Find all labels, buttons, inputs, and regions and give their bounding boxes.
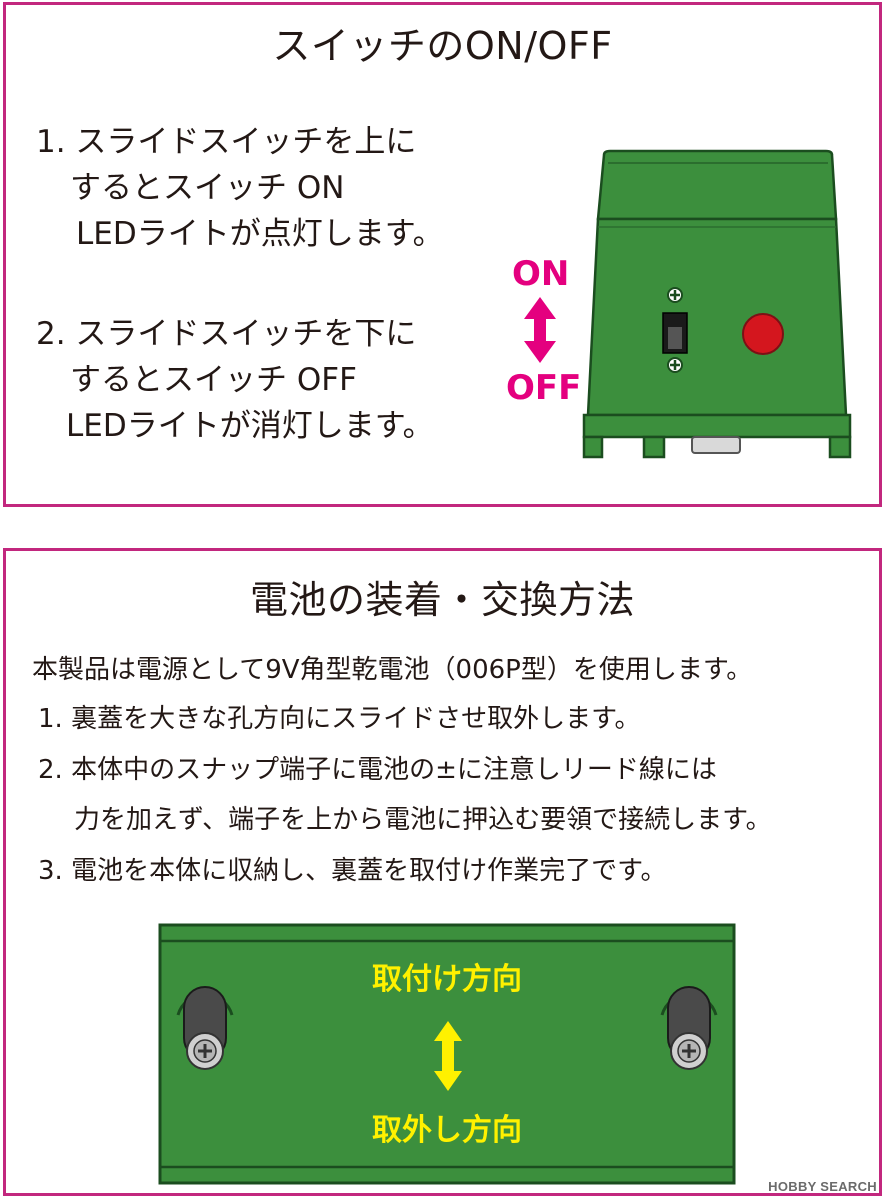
battery-section: 電池の装着・交換方法 本製品は電源として9V角型乾電池（006P型）を使用します… — [3, 548, 882, 1196]
step1-line1: 1. スライドスイッチを上に — [36, 124, 417, 160]
battery-step2-line1: 2. 本体中のスナップ端子に電池の±に注意しリード線には — [38, 755, 717, 785]
watermark: HOBBY SEARCH — [768, 1179, 877, 1194]
on-label: ON — [512, 254, 570, 294]
attach-direction-label: 取付け方向 — [372, 962, 522, 997]
light-box-illustration — [582, 149, 852, 459]
switch-section-title: スイッチのON/OFF — [272, 24, 613, 68]
red-indicator-icon — [742, 313, 784, 355]
step2-line3: LEDライトが消灯します。 — [66, 408, 434, 444]
battery-section-title: 電池の装着・交換方法 — [249, 578, 635, 622]
step2-line1: 2. スライドスイッチを下に — [36, 316, 417, 352]
up-down-arrow-icon — [524, 297, 556, 363]
battery-step2-line2: 力を加えず、端子を上から電池に押込む要領で接続します。 — [74, 805, 772, 835]
battery-intro: 本製品は電源として9V角型乾電池（006P型）を使用します。 — [32, 655, 753, 685]
switch-section: スイッチのON/OFF 1. スライドスイッチを上に するとスイッチ ON LE… — [3, 2, 882, 507]
slide-switch — [662, 287, 688, 373]
battery-step3: 3. 電池を本体に収納し、裏蓋を取付け作業完了です。 — [38, 856, 667, 886]
off-label: OFF — [506, 368, 582, 408]
back-cover-illustration — [158, 923, 736, 1185]
step1-line2: するとスイッチ ON — [70, 170, 345, 206]
step2-line2: するとスイッチ OFF — [70, 362, 357, 398]
battery-step1: 1. 裏蓋を大きな孔方向にスライドさせ取外します。 — [38, 704, 641, 734]
step1-line3: LEDライトが点灯します。 — [76, 216, 444, 252]
remove-direction-label: 取外し方向 — [372, 1113, 522, 1148]
